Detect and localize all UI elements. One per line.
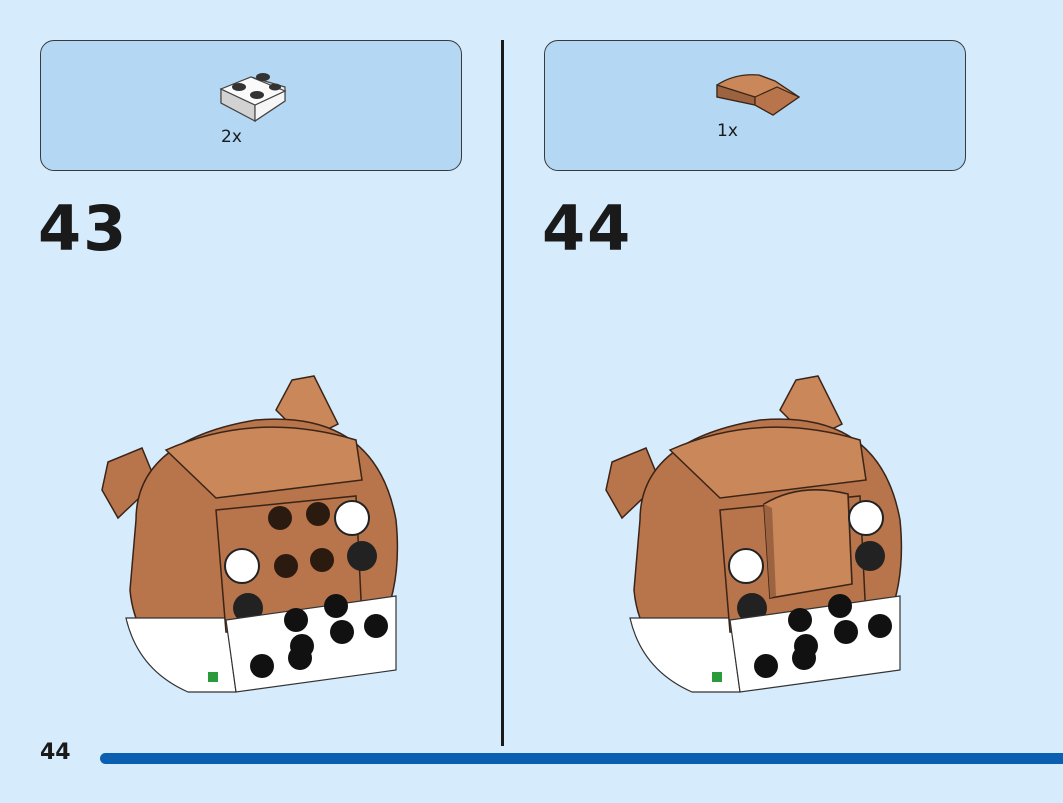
brick-pig-model-illustration: [605, 375, 903, 693]
step-number: 43: [38, 192, 129, 265]
step-divider: [501, 40, 504, 746]
part-quantity: 1x: [717, 121, 738, 141]
parts-callout: 2x: [40, 40, 462, 171]
step-44-panel: 1x 44: [504, 0, 1004, 803]
page-number: 44: [40, 740, 71, 765]
step-number: 44: [542, 192, 633, 265]
parts-callout: 1x: [544, 40, 966, 171]
step-43-panel: 2x 43: [0, 0, 500, 803]
progress-bar: [100, 753, 1063, 764]
brick-pig-model-illustration: [101, 375, 399, 693]
brown-curved-slope-icon: [716, 74, 801, 116]
part-quantity: 2x: [221, 127, 242, 147]
white-wedge-plate-icon: [219, 73, 287, 123]
progress-track: [100, 753, 1063, 764]
